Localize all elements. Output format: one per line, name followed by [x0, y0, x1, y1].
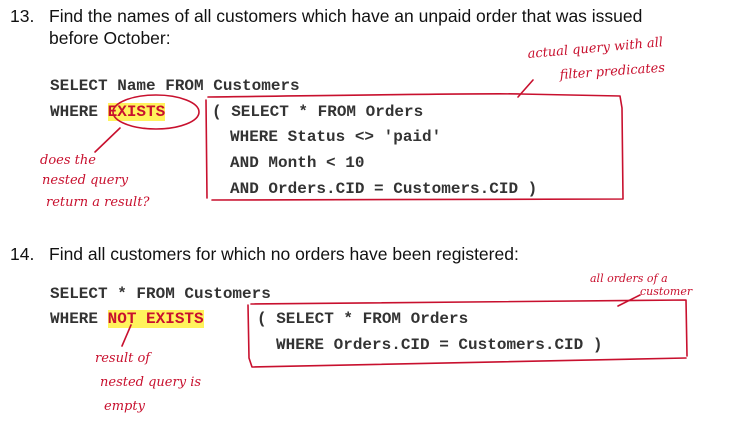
q14-sql-select: SELECT * FROM Customers	[50, 285, 271, 303]
q13-left-note-arrow	[94, 127, 121, 153]
q14-left-note-line	[121, 324, 132, 347]
q14-number: 14.	[10, 244, 35, 264]
q13-sub-line1: ( SELECT * FROM Orders	[212, 103, 424, 121]
q13-text-line2: before October:	[49, 28, 171, 48]
q13-sub-line3: AND Month < 10	[230, 154, 365, 172]
q14-not-exists-keyword: NOT EXISTS	[107, 310, 204, 328]
q14-note-left1: result of	[95, 351, 152, 366]
q13-exists-keyword: EXISTS	[107, 103, 166, 121]
q13-sub-line4: AND Orders.CID = Customers.CID )	[230, 180, 538, 198]
q13-where-keyword: WHERE	[50, 103, 108, 121]
q14-where-keyword: WHERE	[50, 310, 108, 328]
q13-note-top1: actual query with all	[527, 35, 664, 62]
q13-text-line1: Find the names of all customers which ha…	[49, 6, 643, 26]
q13-note-left3: return a result?	[46, 195, 150, 210]
q13-sql-where: WHERE EXISTS	[50, 102, 166, 122]
q14-note-right1: all orders of a	[590, 272, 668, 285]
q14-text-line1: Find all customers for which no orders h…	[49, 244, 519, 264]
q14-right-note-arrow	[617, 294, 641, 307]
q14-sub-line1: ( SELECT * FROM Orders	[257, 310, 469, 328]
q14-sub-line2: WHERE Orders.CID = Customers.CID )	[276, 336, 603, 354]
q13-subquery-box	[205, 93, 624, 201]
q13-exists-circle	[112, 94, 200, 130]
q14-sql-where: WHERE NOT EXISTS	[50, 309, 204, 329]
q13-number: 13.	[10, 6, 35, 26]
q13-sql-select: SELECT Name FROM Customers	[50, 77, 300, 95]
q13-note-top2: filter predicates	[558, 61, 666, 83]
q13-sub-line2: WHERE Status <> 'paid'	[230, 128, 442, 146]
q14-note-left2: nested query is	[100, 375, 201, 390]
q13-note-left2: nested query	[42, 173, 129, 188]
q13-note-left1: does the	[40, 153, 96, 168]
q14-note-right2: customer	[640, 285, 693, 298]
q14-note-left3: empty	[104, 399, 146, 414]
q13-top-note-arrow	[517, 79, 534, 98]
q14-subquery-box	[247, 299, 688, 368]
